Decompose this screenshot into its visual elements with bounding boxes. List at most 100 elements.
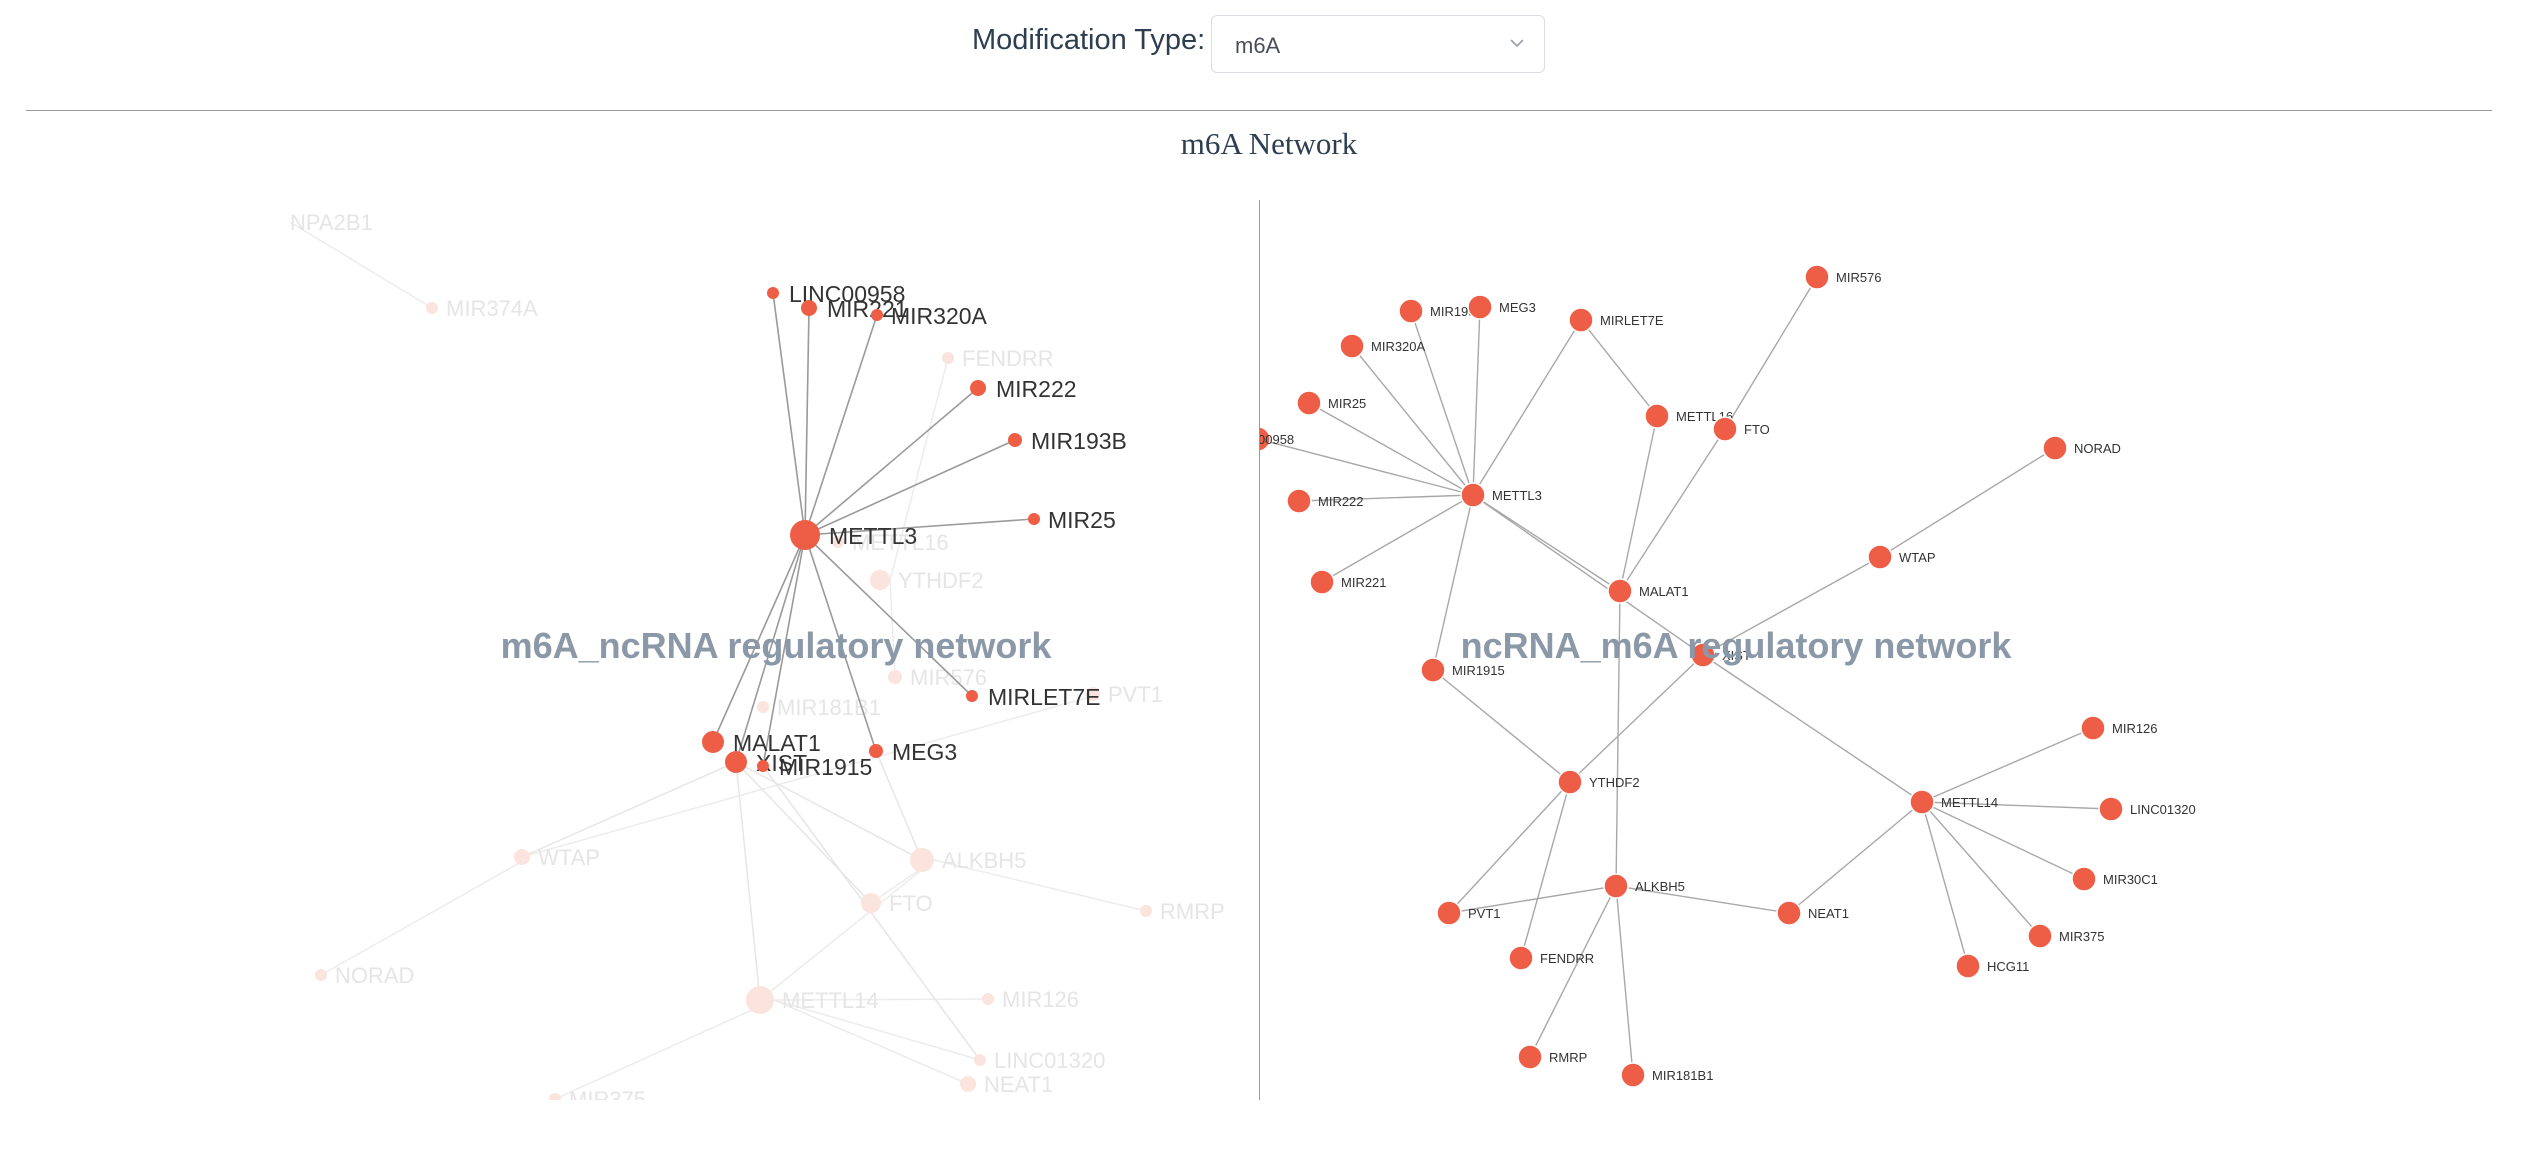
modification-type-select[interactable]: m6A bbox=[1211, 15, 1545, 73]
network-node-label: XIST bbox=[1722, 648, 1751, 663]
faded-node-mir576[interactable] bbox=[888, 670, 902, 684]
network-edge bbox=[1472, 494, 1704, 656]
faded-node-neat1[interactable] bbox=[960, 1076, 976, 1092]
network-edge bbox=[1351, 345, 1474, 496]
left-panel-title: m6A_ncRNA regulatory network bbox=[501, 625, 1053, 666]
network-node-norad[interactable] bbox=[2042, 435, 2068, 461]
faded-node-alkbh5[interactable] bbox=[910, 848, 934, 872]
faded-node-label: METTL14 bbox=[782, 988, 879, 1013]
network-node-label: NORAD bbox=[2074, 441, 2121, 456]
network-edge bbox=[1472, 306, 1481, 496]
network-node-label: MIR221 bbox=[1341, 575, 1387, 590]
network-node-hcg11[interactable] bbox=[1955, 953, 1981, 979]
network-node-mir193b[interactable] bbox=[1008, 433, 1022, 447]
faded-node-mir374a[interactable] bbox=[426, 302, 438, 314]
faded-node-rmrp[interactable] bbox=[1140, 905, 1152, 917]
network-node-mettl3[interactable] bbox=[790, 520, 820, 550]
network-node-mirlet7e[interactable] bbox=[1568, 307, 1594, 333]
network-node-mir222[interactable] bbox=[1286, 488, 1312, 514]
faded-edge bbox=[521, 761, 737, 858]
network-node-label: METTL3 bbox=[829, 523, 917, 549]
network-edge bbox=[1702, 654, 1923, 803]
network-node-neat1[interactable] bbox=[1776, 900, 1802, 926]
faded-node-fto[interactable] bbox=[861, 893, 881, 913]
network-edge bbox=[1879, 447, 2056, 558]
network-node-label: NEAT1 bbox=[1808, 906, 1849, 921]
network-node-fendrr[interactable] bbox=[1508, 945, 1534, 971]
network-node-wtap[interactable] bbox=[1867, 544, 1893, 570]
network-edge bbox=[1921, 727, 2094, 803]
network-node-mir320a[interactable] bbox=[1339, 333, 1365, 359]
network-node-mir25[interactable] bbox=[1296, 390, 1322, 416]
network-node-mir126[interactable] bbox=[2080, 715, 2106, 741]
faded-node-mir126[interactable] bbox=[982, 993, 994, 1005]
faded-node-mettl14[interactable] bbox=[746, 986, 774, 1014]
network-node-fto[interactable] bbox=[1712, 416, 1738, 442]
network-node-meg3[interactable] bbox=[1467, 294, 1493, 320]
network-edge bbox=[1298, 494, 1474, 502]
faded-node-norad[interactable] bbox=[315, 969, 327, 981]
left-network-panel[interactable]: NPA2B1MIR374AFENDRRMETTL16YTHDF2MIR576MI… bbox=[290, 210, 1225, 1112]
network-node-mir375[interactable] bbox=[2027, 923, 2053, 949]
panel-divider bbox=[1259, 200, 1260, 1100]
network-node-mirlet7e[interactable] bbox=[966, 690, 978, 702]
network-node-00958[interactable] bbox=[1246, 426, 1271, 452]
network-edge bbox=[804, 439, 1016, 536]
network-node-xist[interactable] bbox=[725, 751, 747, 773]
network-node-label: 00958 bbox=[1258, 432, 1294, 447]
network-edge bbox=[1260, 438, 1474, 496]
network-node-linc01320[interactable] bbox=[2098, 796, 2124, 822]
network-node-label: RMRP bbox=[1549, 1050, 1587, 1065]
network-node-mir221[interactable] bbox=[1309, 569, 1335, 595]
faded-node-mir181b1[interactable] bbox=[757, 701, 769, 713]
faded-node-pvt1[interactable] bbox=[1086, 687, 1100, 701]
network-node-mir193b[interactable] bbox=[1398, 298, 1424, 324]
network-edge bbox=[735, 534, 806, 763]
network-node-label: MEG3 bbox=[892, 739, 957, 765]
faded-node-label: NORAD bbox=[335, 963, 414, 988]
network-node-label: MIR25 bbox=[1328, 396, 1366, 411]
faded-node-wtap[interactable] bbox=[514, 849, 530, 865]
faded-node-label: MIR576 bbox=[910, 665, 987, 690]
faded-node-fendrr[interactable] bbox=[942, 352, 954, 364]
network-node-label: YTHDF2 bbox=[1589, 775, 1640, 790]
network-node-label: PVT1 bbox=[1468, 906, 1501, 921]
network-node-pvt1[interactable] bbox=[1436, 900, 1462, 926]
network-node-mir222[interactable] bbox=[970, 380, 986, 396]
faded-node-ythdf2[interactable] bbox=[870, 570, 890, 590]
network-node-label: LINC01320 bbox=[2130, 802, 2196, 817]
network-node-alkbh5[interactable] bbox=[1603, 873, 1629, 899]
network-edge bbox=[1321, 494, 1474, 583]
network-node-mir30c1[interactable] bbox=[2071, 866, 2097, 892]
network-node-malat1[interactable] bbox=[702, 731, 724, 753]
network-edge bbox=[1432, 494, 1474, 671]
network-node-mir576[interactable] bbox=[1804, 264, 1830, 290]
network-node-mir320a[interactable] bbox=[871, 309, 883, 321]
network-node-linc00958[interactable] bbox=[767, 287, 779, 299]
faded-node-linc01320[interactable] bbox=[974, 1054, 986, 1066]
network-node-xist[interactable] bbox=[1690, 642, 1716, 668]
network-node-ythdf2[interactable] bbox=[1557, 769, 1583, 795]
faded-node-mir375[interactable] bbox=[549, 1093, 561, 1105]
network-node-mir1915[interactable] bbox=[1420, 657, 1446, 683]
network-node-mir221[interactable] bbox=[801, 300, 817, 316]
network-node-mettl3[interactable] bbox=[1460, 482, 1486, 508]
network-node-label: MIR181B1 bbox=[1652, 1068, 1713, 1083]
faded-node-mettl16[interactable] bbox=[832, 536, 844, 548]
faded-edge bbox=[735, 761, 923, 861]
network-node-label: MIR126 bbox=[2112, 721, 2158, 736]
network-node-malat1[interactable] bbox=[1607, 578, 1633, 604]
network-node-mir25[interactable] bbox=[1028, 513, 1040, 525]
network-node-mettl16[interactable] bbox=[1644, 403, 1670, 429]
network-node-mir1915[interactable] bbox=[757, 760, 769, 772]
faded-node-label: LINC01320 bbox=[994, 1048, 1105, 1073]
network-node-mettl14[interactable] bbox=[1909, 789, 1935, 815]
network-edge bbox=[1615, 885, 1790, 914]
faded-edge bbox=[773, 999, 981, 1061]
network-node-label: MIR320A bbox=[891, 303, 988, 329]
network-node-rmrp[interactable] bbox=[1517, 1044, 1543, 1070]
network-node-mir181b1[interactable] bbox=[1620, 1062, 1646, 1088]
network-node-meg3[interactable] bbox=[869, 744, 883, 758]
